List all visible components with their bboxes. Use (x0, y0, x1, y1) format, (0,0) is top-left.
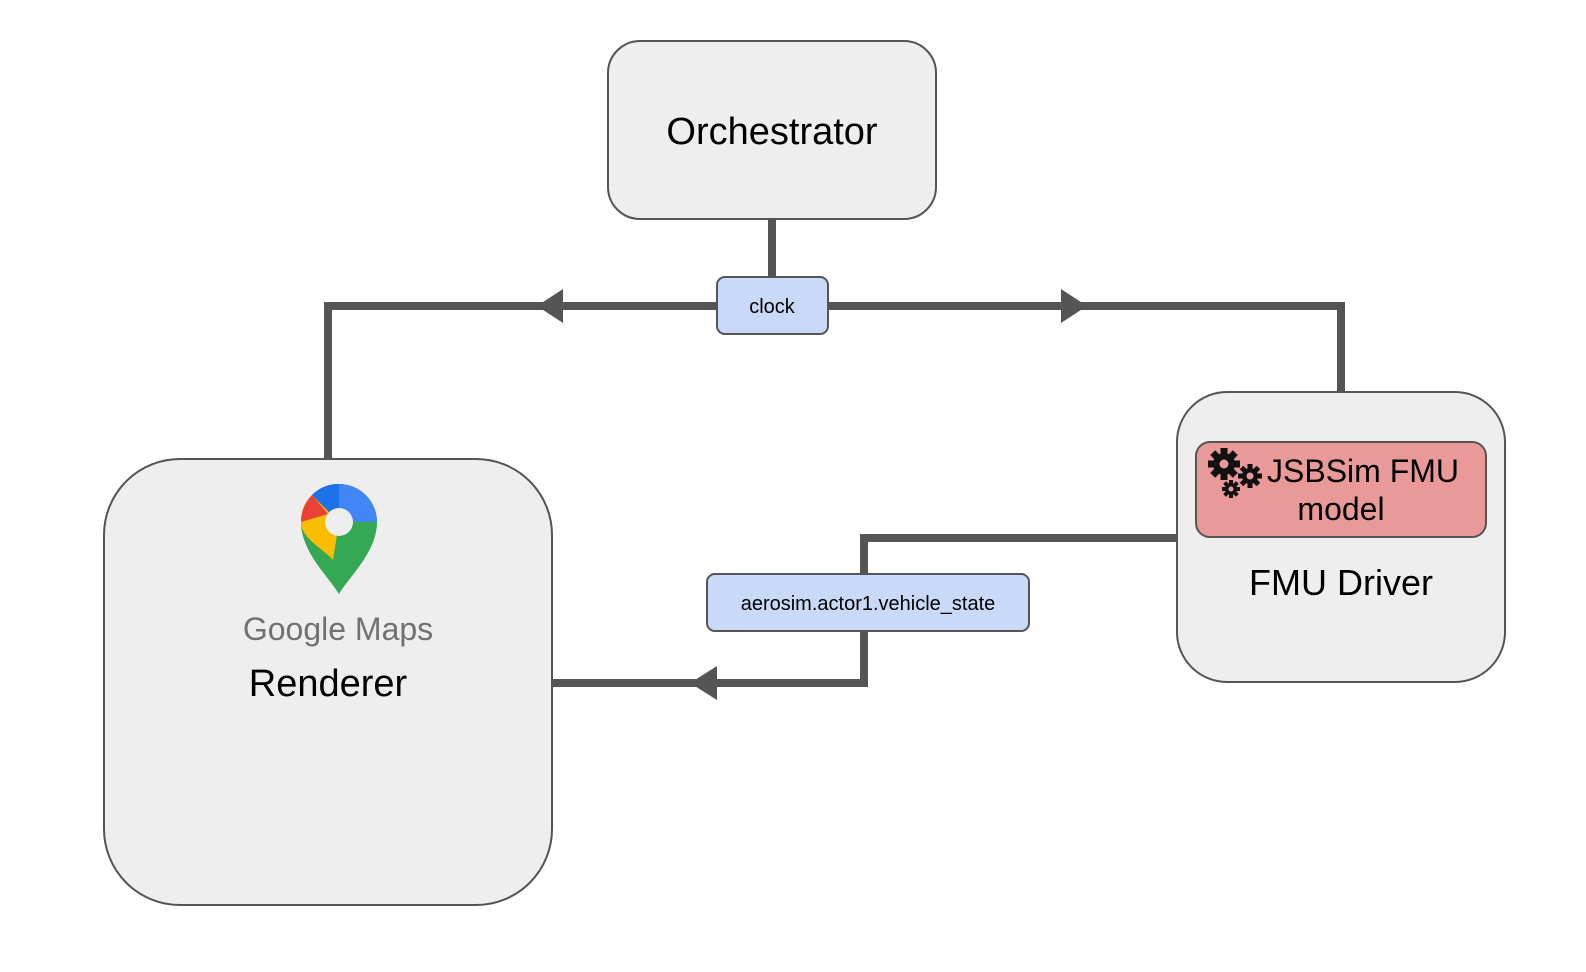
fmu-model-box: JSBSim FMU model (1195, 441, 1487, 538)
connectors (324, 219, 1345, 687)
fmu-driver-label: FMU Driver (1249, 562, 1433, 603)
vehicle-state-to-renderer-line (552, 630, 868, 687)
fmu-model-label-line2: model (1297, 491, 1384, 527)
renderer-label: Renderer (249, 663, 408, 705)
fmu-driver-to-vehicle-state-line (860, 534, 1177, 575)
arrowheads (537, 289, 1087, 700)
vehicle-state-topic-label: aerosim.actor1.vehicle_state (741, 593, 996, 615)
clock-topic: clock (716, 276, 829, 335)
arrowhead-left-to-renderer (537, 289, 563, 323)
orchestrator-node: Orchestrator (607, 40, 937, 220)
orchestrator-label: Orchestrator (666, 111, 878, 153)
clock-to-fmu-driver-line (828, 302, 1345, 392)
clock-to-renderer-line (324, 302, 717, 460)
gears-icon (1208, 448, 1262, 498)
vehicle-state-topic: aerosim.actor1.vehicle_state (706, 573, 1030, 632)
google-maps-pin-icon (300, 483, 377, 594)
renderer-node: Google Maps Renderer (103, 458, 553, 906)
arrowhead-left-into-renderer (690, 666, 717, 700)
google-maps-logo-text: Google Maps (243, 611, 433, 647)
clock-topic-label: clock (749, 296, 796, 318)
fmu-model-label-line1: JSBSim FMU (1267, 453, 1459, 489)
fmu-driver-node: JSBSim FMU model FMU Driver (1176, 391, 1506, 683)
arrowhead-right-to-fmu-driver (1061, 289, 1087, 323)
